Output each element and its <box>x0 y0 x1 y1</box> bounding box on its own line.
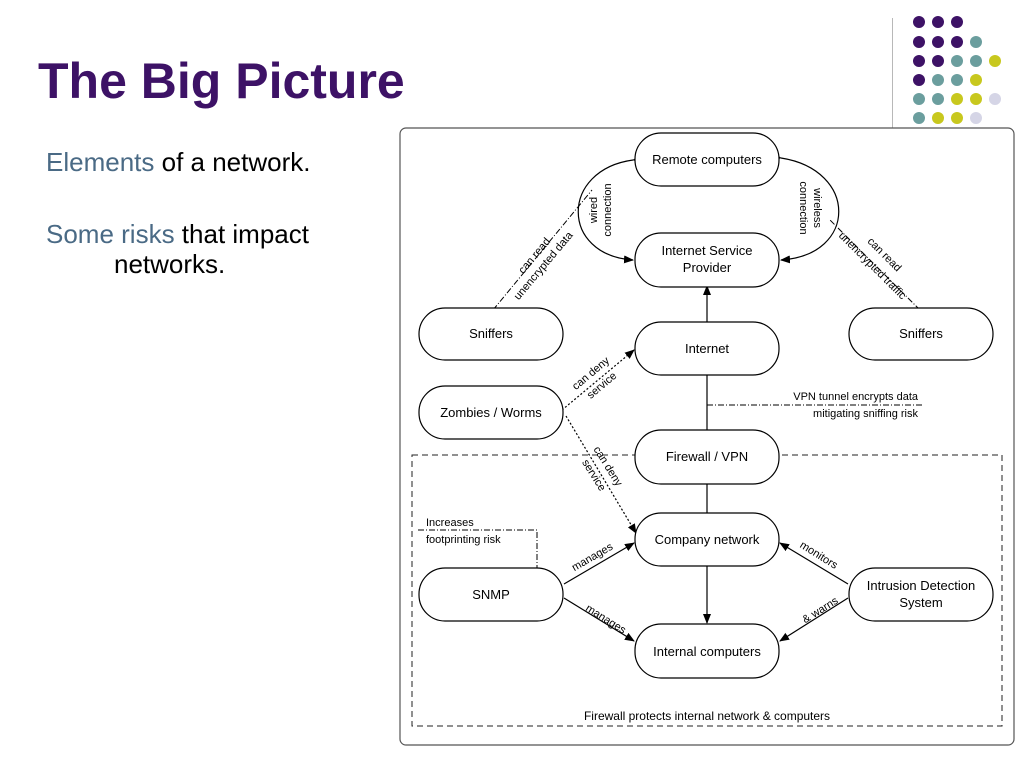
decor-dot <box>970 112 982 124</box>
decor-dot <box>951 93 963 105</box>
decorative-dot-grid <box>913 16 1001 124</box>
node-firewall-vpn: Firewall / VPN <box>634 429 780 485</box>
node-label: Provider <box>683 260 732 275</box>
bullet-item: Elements of a network. <box>46 147 401 177</box>
node-sniffers-left: Sniffers <box>418 307 564 361</box>
snmp-to-company-arrow <box>563 542 635 585</box>
node-label: Firewall / VPN <box>666 449 748 464</box>
decor-dot <box>932 36 944 48</box>
bullet-list: Elements of a network. Some risks that i… <box>46 147 401 321</box>
node-label: Intrusion Detection <box>867 578 975 593</box>
decor-dot <box>932 16 944 28</box>
node-label: Internet Service <box>661 243 752 258</box>
sniffers-right-link <box>829 219 921 311</box>
node-snmp: SNMP <box>418 567 564 622</box>
note-footprinting: Increases <box>426 517 474 529</box>
decor-dot <box>951 112 963 124</box>
node-internal-computers: Internal computers <box>634 623 780 679</box>
decor-dot <box>989 55 1001 67</box>
decor-dot <box>951 36 963 48</box>
node-zombies-worms: Zombies / Worms <box>418 385 564 440</box>
bullet-text: that impact <box>174 219 309 249</box>
node-isp: Internet Service Provider <box>634 232 780 288</box>
edge-label-manages: manages <box>583 602 628 636</box>
node-label: Internet <box>685 341 729 356</box>
node-company-network: Company network <box>634 512 780 567</box>
edge-label-wireless: connection <box>797 181 809 234</box>
decor-dot <box>913 36 925 48</box>
node-label: Sniffers <box>469 326 513 341</box>
node-sniffers-right: Sniffers <box>848 307 994 361</box>
firewall-zone-caption: Firewall protects internal network & com… <box>584 709 830 723</box>
edge-label-wired: connection <box>602 183 614 236</box>
bullet-item: Some risks that impact networks. <box>46 219 401 279</box>
decor-dot <box>951 74 963 86</box>
snmp-to-internal-arrow <box>563 597 635 642</box>
decor-dot <box>989 93 1001 105</box>
zombies-to-company-arrow <box>565 415 637 534</box>
node-internet: Internet <box>634 321 780 376</box>
decor-dot <box>932 112 944 124</box>
node-label: System <box>899 595 942 610</box>
decorative-divider <box>892 18 893 128</box>
bullet-accent: Some risks <box>46 219 175 249</box>
wireless-connection-arc <box>771 152 840 264</box>
node-label: SNMP <box>472 587 510 602</box>
wired-connection-arc <box>577 154 643 264</box>
decor-dot <box>913 55 925 67</box>
note-footprinting: footprinting risk <box>426 534 501 546</box>
decor-dot <box>913 74 925 86</box>
decor-dot <box>951 16 963 28</box>
decor-dot <box>932 93 944 105</box>
decor-dot <box>913 16 925 28</box>
ids-to-company-arrow <box>779 542 849 585</box>
note-vpn: mitigating sniffing risk <box>813 408 918 420</box>
decor-dot <box>913 93 925 105</box>
decor-dot <box>970 93 982 105</box>
decor-dot <box>932 55 944 67</box>
edge-label-warns: & warns <box>800 595 840 626</box>
sniffers-left-link <box>492 189 593 311</box>
node-intrusion-detection: Intrusion Detection System <box>848 567 994 622</box>
slide-title: The Big Picture <box>38 53 405 109</box>
decor-dot <box>951 55 963 67</box>
ids-to-internal-arrow <box>779 597 849 642</box>
edge-label-wireless: wireless <box>811 187 823 228</box>
node-label: Zombies / Worms <box>440 405 542 420</box>
decor-dot <box>932 74 944 86</box>
note-vpn: VPN tunnel encrypts data <box>793 391 919 403</box>
decor-dot <box>970 55 982 67</box>
bullet-text: of a network. <box>154 147 311 177</box>
edge-label-wired: wired <box>588 197 600 224</box>
node-remote-computers: Remote computers <box>634 132 780 187</box>
node-label: Internal computers <box>653 644 761 659</box>
bullet-text-continued: networks. <box>114 249 226 279</box>
decor-dot <box>913 112 925 124</box>
footprint-note-link <box>418 529 538 568</box>
node-label: Sniffers <box>899 326 943 341</box>
decor-dot <box>970 36 982 48</box>
decor-dot <box>970 74 982 86</box>
diagram-frame <box>399 127 1015 746</box>
node-label: Remote computers <box>652 152 762 167</box>
bullet-accent: Elements <box>46 147 155 177</box>
node-label: Company network <box>655 532 760 547</box>
